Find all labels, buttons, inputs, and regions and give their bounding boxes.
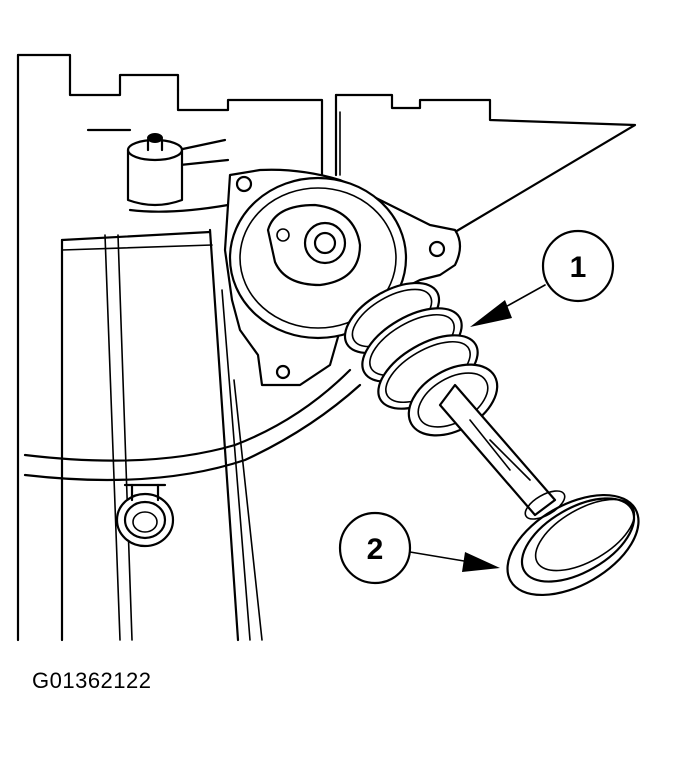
servo-cover-flange xyxy=(223,168,462,387)
callout-2-arrowhead xyxy=(462,552,500,572)
callout-1: 1 xyxy=(470,229,615,327)
servo-piston-rod xyxy=(407,363,557,517)
callout-2-label: 2 xyxy=(367,533,384,566)
servo-return-spring xyxy=(343,281,479,410)
servo-piston xyxy=(506,490,640,597)
callout-1-label: 1 xyxy=(570,251,587,284)
transmission-housing xyxy=(16,53,637,642)
callout-1-arrowhead xyxy=(470,300,512,327)
figure-id: G01362122 xyxy=(32,668,152,693)
callout-2: 2 xyxy=(338,511,500,585)
